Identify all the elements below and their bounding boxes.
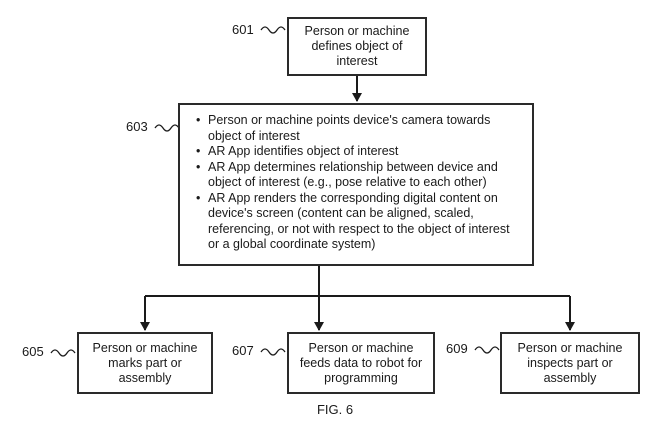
node-601-line-2: defines object of	[311, 39, 403, 53]
node-601-line-3: interest	[336, 54, 378, 68]
node-601-line-1: Person or machine	[304, 24, 410, 38]
node-607: Person or machine feeds data to robot fo…	[287, 332, 435, 394]
node-603-bullet-4: AR App renders the corresponding digital…	[196, 191, 522, 253]
node-609-line-1: Person or machine	[517, 340, 623, 355]
node-605-line-2: marks part or	[108, 355, 182, 370]
ref-label-607: 607	[232, 343, 254, 358]
ref-label-605: 605	[22, 344, 44, 359]
leader-601	[260, 26, 286, 34]
node-607-line-1: Person or machine	[308, 340, 414, 355]
node-609-line-3: assembly	[543, 370, 597, 385]
node-603-bullet-1: Person or machine points device's camera…	[196, 113, 522, 144]
figure-caption: FIG. 6	[316, 402, 354, 417]
leader-609	[474, 346, 500, 354]
node-603-bullet-list: Person or machine points device's camera…	[196, 113, 522, 253]
leader-607	[260, 348, 286, 356]
ref-label-609: 609	[446, 341, 468, 356]
node-605-line-3: assembly	[118, 370, 172, 385]
node-605: Person or machine marks part or assembly	[77, 332, 213, 394]
leader-603	[154, 124, 180, 132]
node-609-line-2: inspects part or	[527, 355, 613, 370]
leader-605	[50, 349, 76, 357]
ref-label-601: 601	[232, 22, 254, 37]
node-601: Person or machine defines object of inte…	[287, 17, 427, 76]
ref-label-603: 603	[126, 119, 148, 134]
node-605-line-1: Person or machine	[92, 340, 198, 355]
node-607-line-2: feeds data to robot for	[299, 355, 423, 370]
node-609: Person or machine inspects part or assem…	[500, 332, 640, 394]
node-603-bullet-3: AR App determines relationship between d…	[196, 160, 522, 191]
node-603: Person or machine points device's camera…	[178, 103, 534, 266]
node-607-line-3: programming	[324, 370, 398, 385]
node-603-bullet-2: AR App identifies object of interest	[196, 144, 522, 160]
